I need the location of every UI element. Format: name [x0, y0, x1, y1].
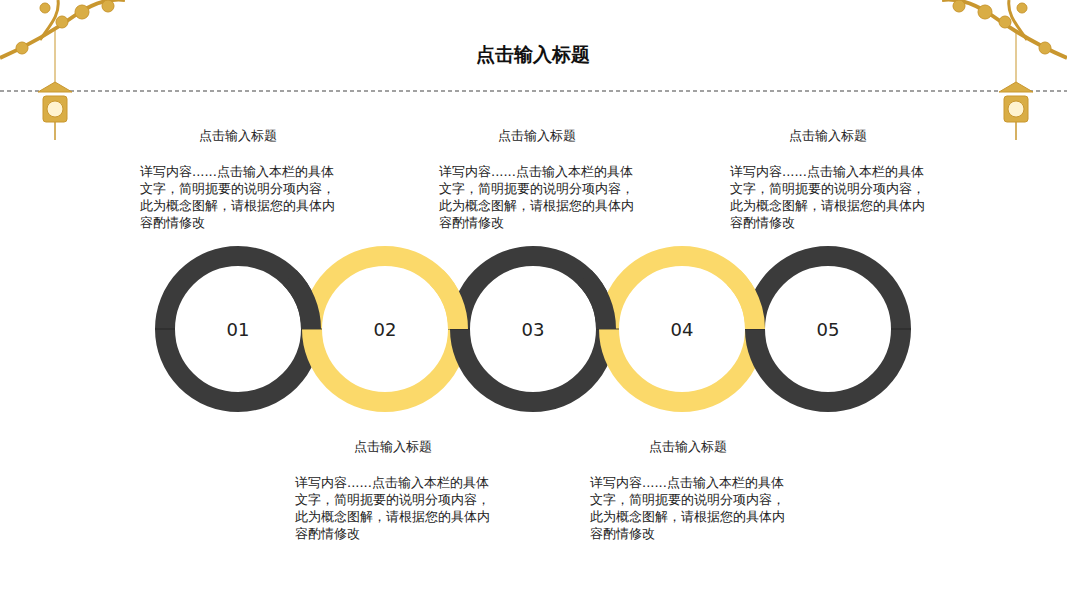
item-heading: 点击输入标题	[590, 438, 786, 455]
item-body: 详写内容......点击输入本栏的具体文字，简明扼要的说明分项内容，此为概念图解…	[140, 163, 336, 231]
item-body: 详写内容......点击输入本栏的具体文字，简明扼要的说明分项内容，此为概念图解…	[730, 163, 926, 231]
step-number: 04	[597, 244, 767, 414]
item-heading: 点击输入标题	[140, 127, 336, 144]
slide-title: 点击输入标题	[476, 42, 590, 68]
ring-node: 03	[448, 244, 618, 414]
plum-branch-right	[942, 0, 1067, 140]
item-heading: 点击输入标题	[730, 127, 926, 144]
step-number: 02	[300, 244, 470, 414]
ring-node: 02	[300, 244, 470, 414]
step-number: 03	[448, 244, 618, 414]
step-number: 01	[153, 244, 323, 414]
ring-node: 04	[597, 244, 767, 414]
item-heading: 点击输入标题	[295, 438, 491, 455]
item-body: 详写内容......点击输入本栏的具体文字，简明扼要的说明分项内容，此为概念图解…	[590, 474, 786, 542]
ring-node: 01	[153, 244, 323, 414]
item-body: 详写内容......点击输入本栏的具体文字，简明扼要的说明分项内容，此为概念图解…	[295, 474, 491, 542]
ring-node: 05	[743, 244, 913, 414]
dashed-rule	[0, 90, 1067, 91]
item-heading: 点击输入标题	[439, 127, 635, 144]
step-number: 05	[743, 244, 913, 414]
plum-branch-left	[0, 0, 125, 140]
item-body: 详写内容......点击输入本栏的具体文字，简明扼要的说明分项内容，此为概念图解…	[439, 163, 635, 231]
